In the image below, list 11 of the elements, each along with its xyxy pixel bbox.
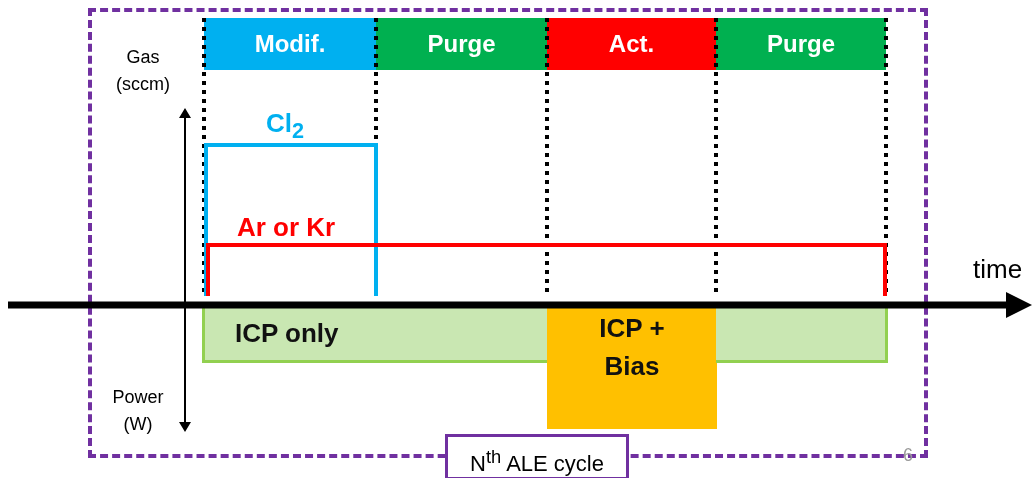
phase-header: Modif. bbox=[204, 18, 376, 70]
cycle-title: N$^{th}$ ALE cycle bbox=[445, 434, 629, 478]
trace-label: Ar or Kr bbox=[237, 212, 336, 243]
page-number: 6 bbox=[903, 445, 913, 466]
axis-label: time bbox=[973, 254, 1023, 285]
axis-label: Gas (sccm) bbox=[115, 46, 171, 96]
trace-label: Cl$_{2}$ bbox=[266, 108, 305, 145]
phase-header: Purge bbox=[376, 18, 547, 70]
phase-header: Purge bbox=[716, 18, 886, 70]
axis-label: Power (W) bbox=[111, 386, 165, 436]
phase-header: Act. bbox=[547, 18, 716, 70]
